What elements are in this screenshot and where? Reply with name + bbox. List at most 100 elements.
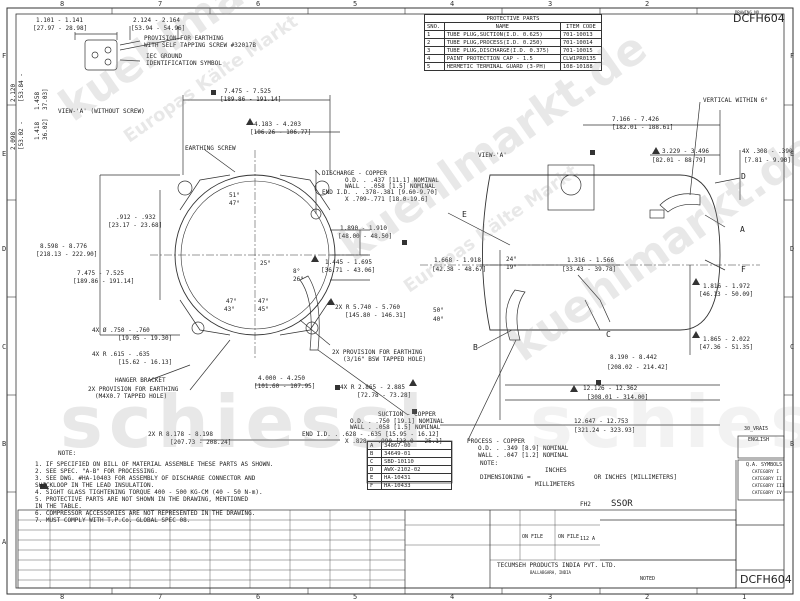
- note-label: HANGER BRACKET: [115, 377, 166, 384]
- dim-label: [207.73 - 208.24]: [170, 439, 232, 446]
- dim-label: 4X R .615 - .635: [92, 351, 150, 358]
- cell: 2: [424, 38, 445, 47]
- qa-cat1: CATEGORY I: [752, 470, 780, 475]
- dim-label: [189.86 - 191.14]: [220, 96, 282, 103]
- dim-label: 3.229 - 3.496: [662, 148, 709, 155]
- dim-label: 2.098: [10, 131, 17, 150]
- note-line: 3. SEE DWG. #HA-10403 FOR ASSEMBLY OF DI…: [35, 475, 256, 482]
- cell: 1: [424, 30, 445, 39]
- dim-label: [218.13 - 222.90]: [36, 251, 98, 258]
- cell: 34867-00: [381, 441, 452, 450]
- note-line: 4. SIGHT GLASS TIGHTENING TORQUE 400 - 5…: [35, 489, 263, 496]
- note-label: WITH SELF TAPPING SCREW #32017B: [144, 42, 256, 49]
- grid-col-8: 8: [60, 0, 65, 8]
- noted-label: NOTED: [640, 576, 656, 582]
- english-label: ENGLISH: [748, 437, 770, 443]
- grid-row-b-r: B: [790, 440, 795, 448]
- grid-row-e: E: [2, 150, 7, 158]
- note-label: O.D. . .750 [19.1] NOMINAL: [350, 418, 444, 425]
- grid-row-c-r: C: [790, 343, 795, 351]
- dim-label: [53.94 - 54.96]: [131, 25, 186, 32]
- dim-label: 7.166 - 7.426: [612, 116, 659, 123]
- size-label: 112 A: [580, 536, 596, 542]
- grid-col-3b: 3: [548, 593, 553, 601]
- note-line: 5. PROTECTIVE PARTS ARE NOT SHOWN IN THE…: [35, 496, 249, 503]
- dim-label: 1.816 - 1.972: [703, 283, 750, 290]
- note-label: EARTHING SCREW: [185, 145, 236, 152]
- dim-label: [15.62 - 16.13]: [118, 359, 173, 366]
- cell: 108-10188: [559, 62, 603, 71]
- view-marker-c: C: [606, 330, 611, 339]
- fh2-label: FH2: [580, 501, 591, 508]
- dim-label: [33.43 - 39.78]: [562, 266, 617, 273]
- dim-label: 36.02]: [42, 118, 49, 140]
- dim-label: 4.000 - 4.250: [258, 375, 305, 382]
- notes-list: 1. IF SPECIFIED ON BILL OF MATERIAL ASSE…: [35, 461, 273, 524]
- grid-col-1b: 1: [742, 593, 747, 601]
- dim-label: 1.418: [34, 121, 41, 140]
- cell: TUBE PLUG,PROCESS(I.D. 0.250): [443, 38, 561, 47]
- dim-label: [47.36 - 51.35]: [699, 344, 754, 351]
- dim-label: [53.02 -: [18, 121, 25, 150]
- note-label: O.D. . .349 [8.9] NOMINAL: [478, 445, 569, 452]
- dim-label: [53.84 -: [18, 73, 25, 102]
- dim-label: 2.120: [10, 83, 17, 102]
- grid-row-e-r: E: [790, 150, 795, 158]
- note-label: VERTICAL WITHIN 6°: [703, 97, 769, 104]
- view-marker-e: E: [462, 210, 467, 219]
- view-marker-d: D: [741, 172, 746, 181]
- angle-label: 43°: [224, 306, 235, 313]
- cell: E: [366, 473, 383, 482]
- dim-label: 4X Ø .750 - .760: [92, 327, 150, 334]
- dim-note-or: OR INCHES [MILLIMETERS]: [594, 474, 678, 481]
- dim-label: [208.02 - 214.42]: [607, 364, 669, 371]
- angle-label: 24°: [506, 256, 517, 263]
- dim-label: [46.13 - 50.09]: [699, 291, 754, 298]
- dim-label: .912 - .932: [116, 214, 156, 221]
- angle-label: 40°: [433, 316, 444, 323]
- grid-row-d: D: [2, 245, 7, 253]
- parts-header: ITEM CODE: [559, 22, 603, 31]
- company-name: TECUMSEH PRODUCTS INDIA PVT. LTD.: [497, 562, 617, 569]
- angle-label: 47°: [258, 298, 269, 305]
- qa-cat2: CATEGORY II: [752, 477, 782, 482]
- angle-label: 51°: [229, 192, 240, 199]
- view-marker-a: A: [740, 225, 745, 234]
- dim-label: 2X R 5.740 - 5.760: [335, 304, 401, 311]
- angle-label: 26°: [293, 276, 304, 283]
- title-fragment: SSOR: [611, 499, 633, 509]
- note-label: WALL . .058 [1.5] NOMINAL: [350, 424, 441, 431]
- view-marker-b: B: [473, 343, 478, 352]
- dim-label: [36.71 - 43.06]: [321, 267, 376, 274]
- cell: TUBE PLUG,SUCTION(I.D. 0.625): [443, 30, 561, 39]
- dim-label: 1.316 - 1.566: [567, 257, 614, 264]
- dim-label: 1.101 - 1.141: [36, 17, 83, 24]
- grid-col-4b: 4: [450, 593, 455, 601]
- angle-label: 50°: [433, 307, 444, 314]
- cell: PAINT PROTECTION CAP - 1.5: [443, 54, 561, 63]
- notes2-title: NOTE:: [480, 460, 499, 467]
- cell: 701-10015: [559, 46, 603, 55]
- note-label: PROCESS - COPPER: [467, 438, 525, 445]
- dim-label: 7.475 - 7.525: [77, 270, 124, 277]
- note-line: 1. IF SPECIFIED ON BILL OF MATERIAL ASSE…: [35, 461, 274, 468]
- cell: 34649-01: [381, 449, 452, 458]
- dim-label: [27.97 - 28.98]: [33, 25, 88, 32]
- dim-label: [48.00 - 48.50]: [338, 233, 393, 240]
- dim-label: [7.81 - 9.90]: [744, 157, 791, 164]
- dim-label: 7.475 - 7.525: [224, 88, 271, 95]
- dim-note-inches: INCHES: [545, 467, 567, 474]
- angle-label: 25°: [260, 260, 271, 267]
- view-marker-f: F: [741, 265, 746, 274]
